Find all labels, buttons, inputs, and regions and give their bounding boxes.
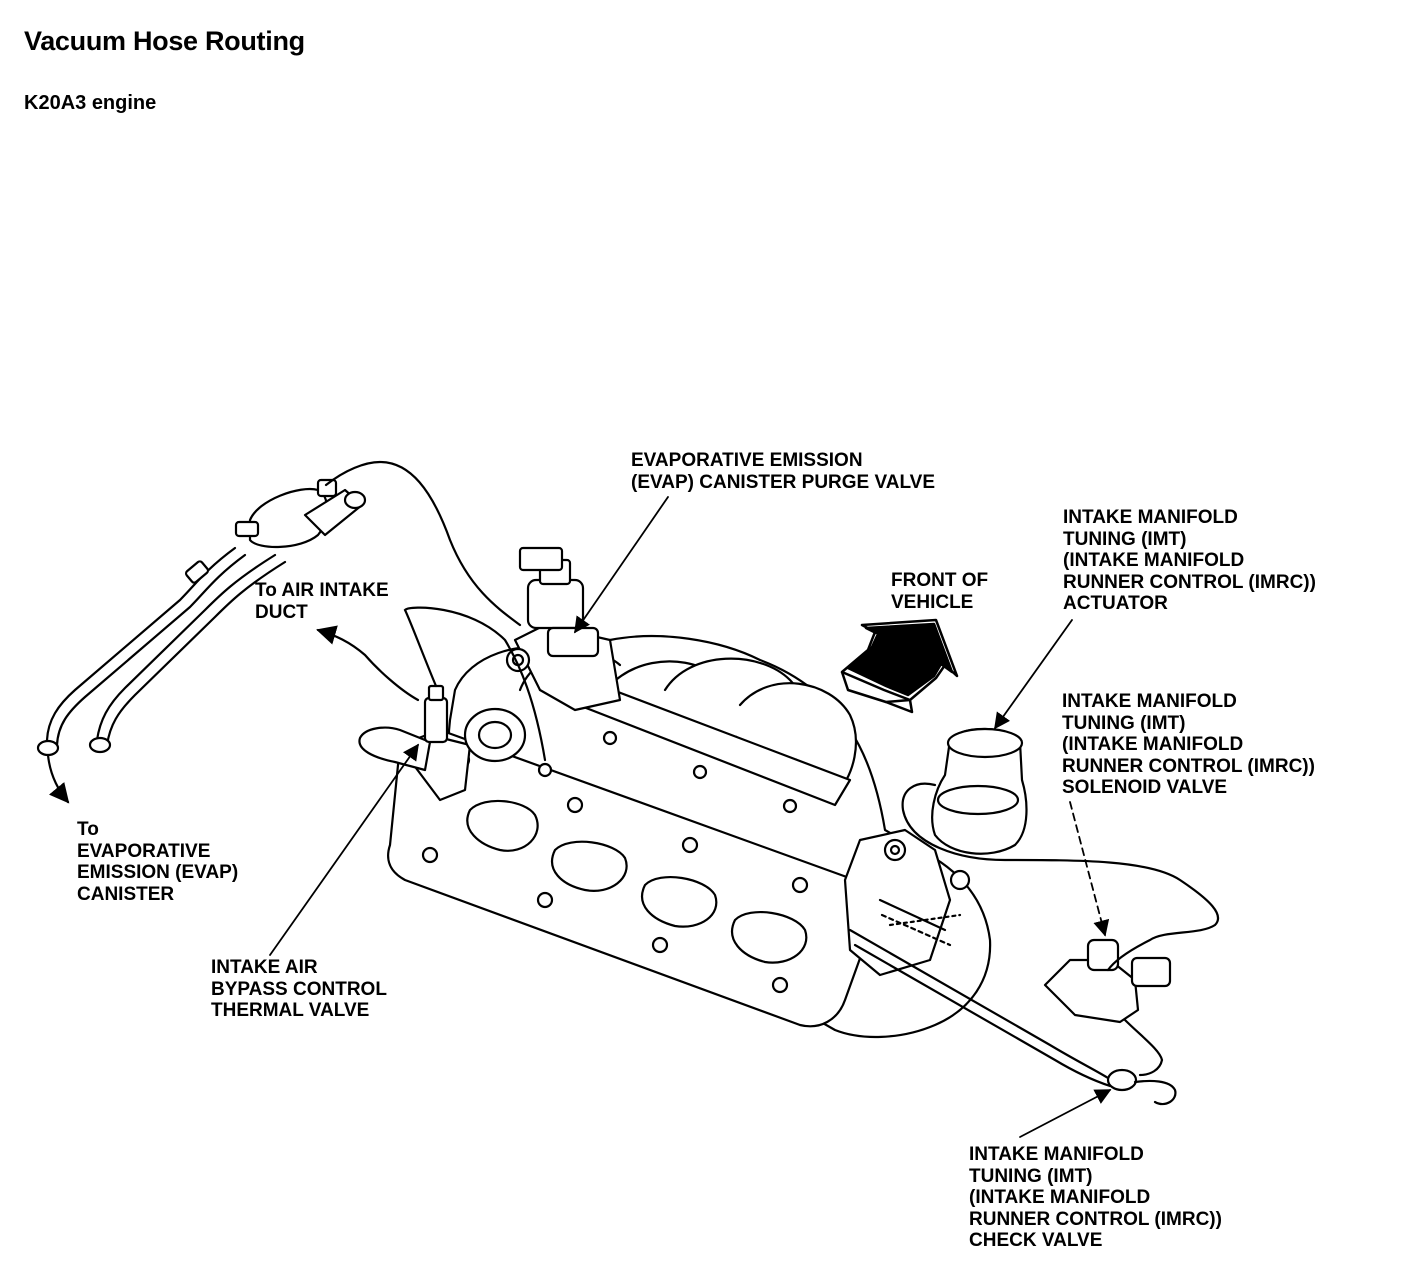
page-subtitle: K20A3 engine: [24, 92, 157, 114]
label-imt-solenoid-valve: INTAKE MANIFOLD TUNING (IMT) (INTAKE MAN…: [1062, 691, 1315, 798]
front-of-vehicle-arrow-icon: [840, 618, 959, 714]
evap-canister-lines: [36, 460, 522, 804]
page-title: Vacuum Hose Routing: [24, 26, 305, 56]
label-evap-canister-purge-valve: EVAPORATIVE EMISSION (EVAP) CANISTER PUR…: [631, 450, 936, 493]
label-front-of-vehicle: FRONT OF VEHICLE: [891, 570, 989, 613]
air-intake-hoses: [316, 606, 553, 778]
imt-vacuum-lines: [848, 782, 1220, 1106]
intake-manifold-drawing: [358, 546, 1028, 1039]
leader-lines: [269, 496, 1112, 1138]
label-to-air-intake-duct: To AIR INTAKE DUCT: [255, 580, 389, 623]
label-to-evap-canister: To EVAPORATIVE EMISSION (EVAP) CANISTER: [77, 819, 239, 905]
label-intake-air-bypass-thermal-valve: INTAKE AIR BYPASS CONTROL THERMAL VALVE: [211, 957, 387, 1021]
label-imt-actuator: INTAKE MANIFOLD TUNING (IMT) (INTAKE MAN…: [1063, 507, 1316, 614]
label-imt-check-valve: INTAKE MANIFOLD TUNING (IMT) (INTAKE MAN…: [969, 1144, 1222, 1251]
